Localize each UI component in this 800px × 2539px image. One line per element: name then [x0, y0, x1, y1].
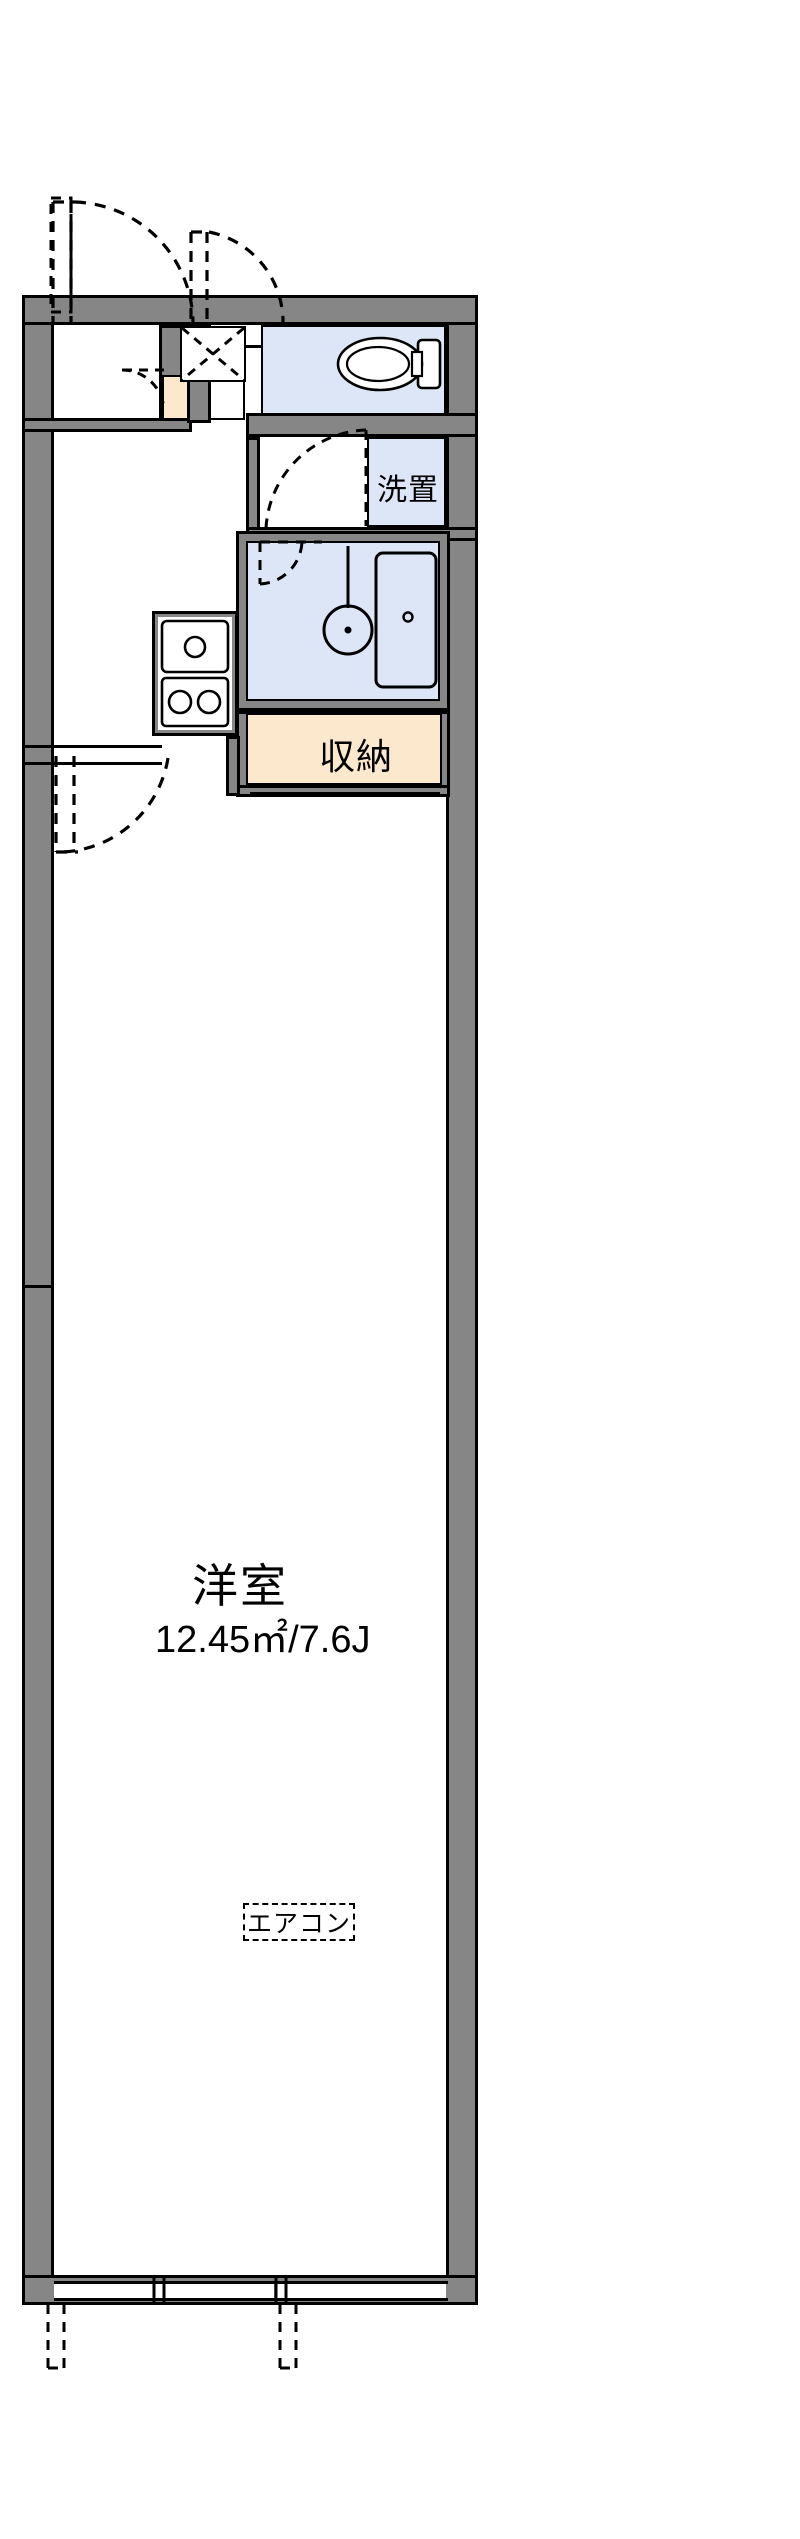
washer-door-swing[interactable] — [258, 428, 368, 532]
main-room-door-swing[interactable] — [48, 752, 178, 857]
aircon-label: エアコン — [246, 1910, 351, 1938]
main-room-area: 12.45㎡/7.6J — [155, 1619, 371, 1661]
entrance-door-leaf[interactable] — [45, 196, 75, 316]
closet-sliding-line — [250, 792, 440, 795]
closet-label: 収納 — [319, 736, 394, 777]
interior-wall-hall-bottom — [22, 418, 192, 432]
exterior-wall-top — [22, 295, 478, 325]
interior-wall-toilet-bottom — [246, 413, 478, 437]
washer-space-floor — [367, 437, 446, 527]
washbasin-icon — [322, 604, 374, 656]
corridor-divider-line — [22, 745, 162, 748]
aircon-label-box: エアコン — [243, 1903, 355, 1941]
bath-door-swing[interactable] — [258, 540, 324, 588]
stove-icon — [160, 676, 230, 728]
window-line-right-1 — [276, 2281, 448, 2284]
sink-icon — [160, 619, 230, 674]
entrance-hall-floor — [54, 325, 159, 420]
entrance-inner-door-swing[interactable] — [118, 366, 170, 412]
exterior-wall-right — [446, 295, 478, 2305]
sliding-door-marks — [152, 2278, 288, 2302]
window-line-right-2 — [276, 2298, 448, 2301]
folding-door-x-icon — [181, 326, 245, 382]
balcony-door-leaf-right[interactable] — [272, 2302, 312, 2374]
toilet-door-swing[interactable] — [183, 228, 293, 328]
washer-space-label: 洗置 — [377, 474, 439, 507]
bathtub-icon — [374, 551, 438, 689]
balcony-window-right-opening[interactable] — [276, 2283, 446, 2299]
closet-floor — [246, 713, 442, 785]
balcony-door-leaf-left[interactable] — [40, 2302, 80, 2374]
washbasin-faucet-icon — [346, 546, 350, 608]
corridor-divider-line-2 — [22, 762, 162, 765]
exterior-wall-left-lower — [22, 1285, 54, 2305]
exterior-wall-left — [22, 295, 54, 1295]
interior-wall-kitchen-right — [226, 736, 240, 796]
closet-bottom-wall — [236, 785, 450, 797]
toilet-icon — [336, 336, 442, 392]
main-room-floor — [56, 800, 444, 2270]
main-room-name: 洋室 — [192, 1560, 288, 1612]
